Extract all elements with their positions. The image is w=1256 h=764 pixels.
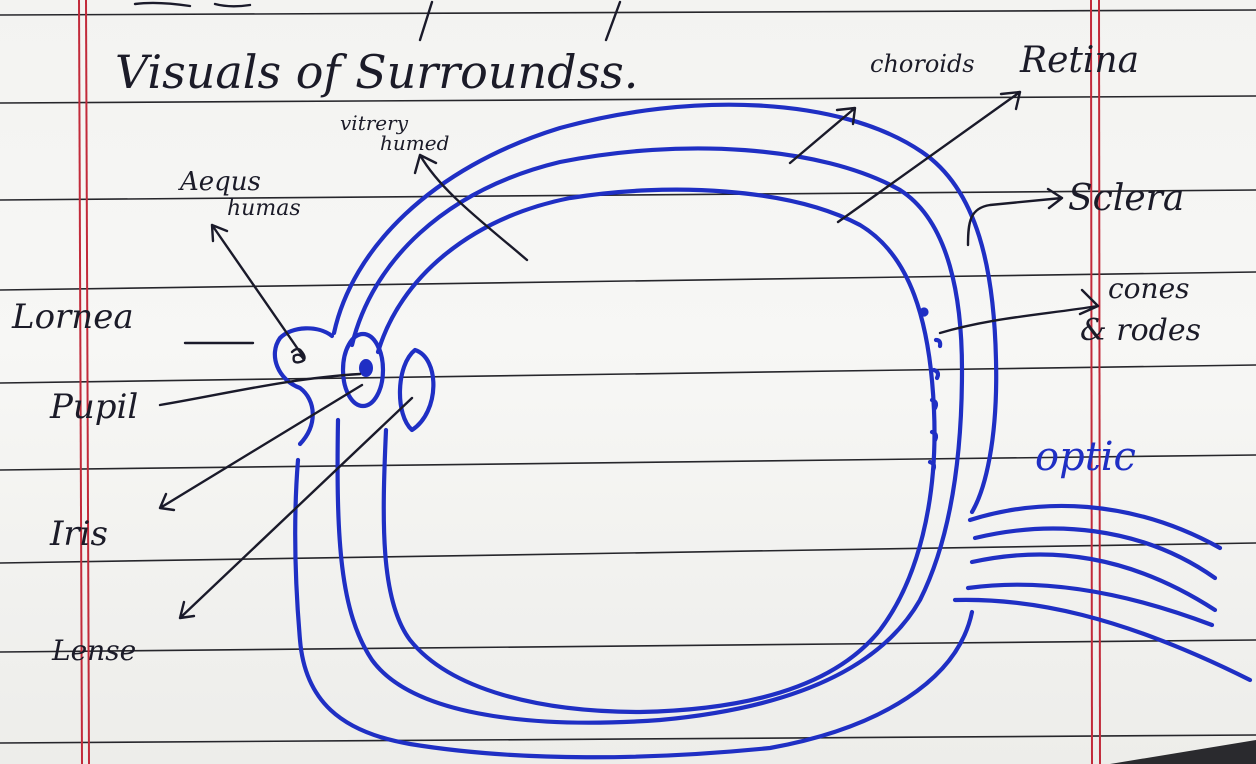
label-pupil: Pupil [49,387,138,427]
lens-shape [400,350,433,430]
page-heading: Visuals of Surroundss. [115,45,638,99]
top-fragment [135,2,620,40]
label-optic: optic [1035,434,1136,480]
label-choroids: choroids [870,50,975,78]
ruled-lines [0,10,1256,743]
labels: Aequs humas vitrery humed choroids Retin… [11,40,1201,667]
label-sclera: Sclera [1068,178,1184,219]
label-cornea: Lornea [11,297,134,337]
cornea-shape [275,328,332,444]
label-cones-line1: cones [1108,272,1190,305]
label-cones-line2: & rodes [1080,313,1201,348]
label-iris: Iris [49,514,108,554]
retina-layer [378,190,935,712]
label-aqueous-line2: humas [227,196,301,221]
label-lense: Lense [51,634,136,667]
sclera-layer [295,105,996,758]
desk-edge [1110,740,1256,764]
optic-nerve [955,506,1250,680]
label-aqueous-line1: Aequs [178,167,261,197]
label-vitreous-line2: humed [380,131,449,155]
choroid-layer [338,148,962,722]
label-retina: Retina [1019,40,1139,81]
label-arrows [160,92,1098,618]
